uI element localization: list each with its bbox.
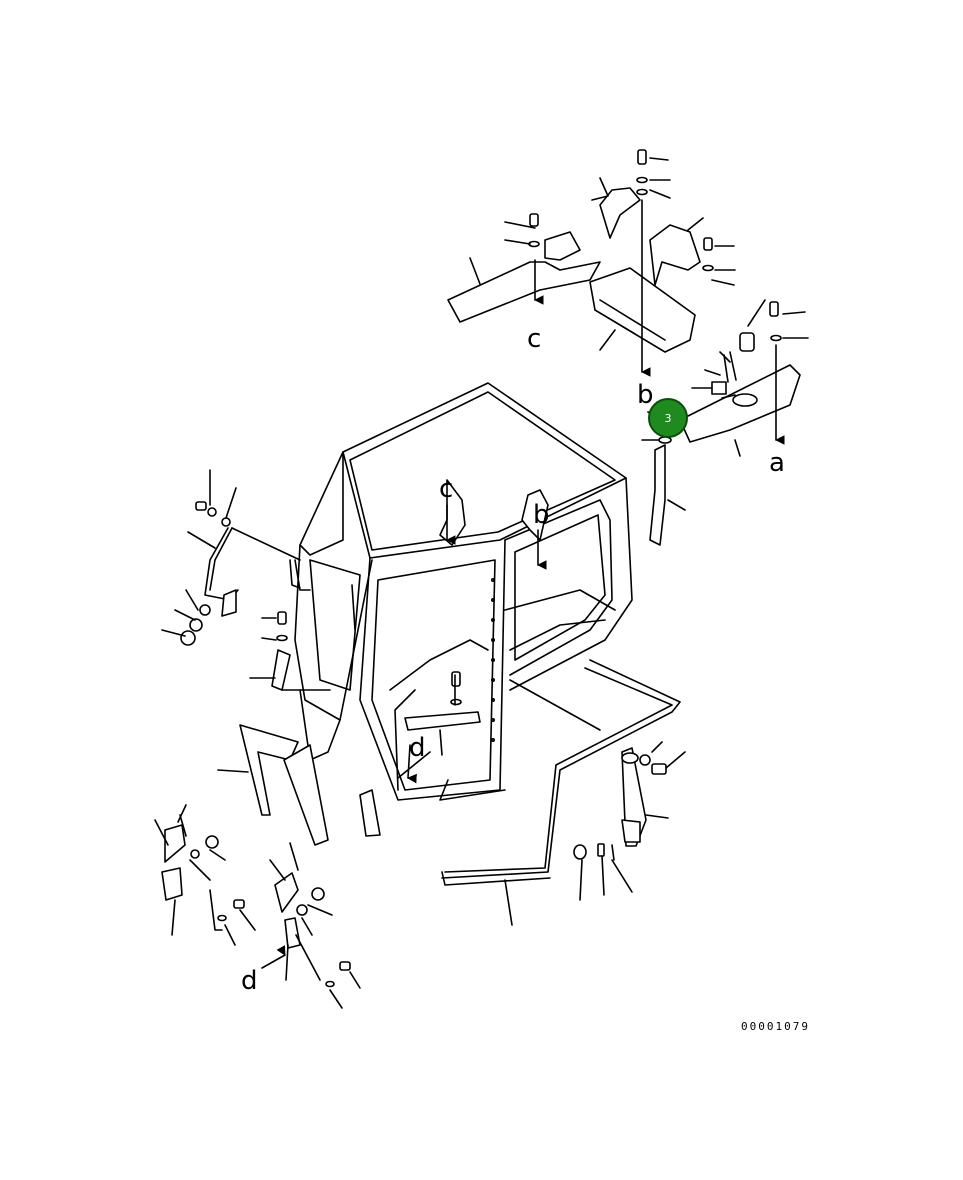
drawing-code: 00001079 [741,1020,810,1033]
handrail-rod [441,659,681,926]
reference-c-cab: c [439,474,454,504]
right-bracket-assembly [641,299,809,546]
reference-c-top: c [527,324,542,354]
reference-b-top: b [637,380,654,410]
hinge-assembly [154,804,361,1009]
part-callout-3[interactable]: 3 [648,398,688,438]
reference-leaders [397,479,549,801]
reference-b-cab: b [533,500,550,530]
reference-a: a [769,448,785,478]
reference-d-mid: d [409,733,426,763]
left-handrail [161,469,311,646]
cab-frame [289,382,633,801]
lower-right-bracket [573,741,686,901]
left-plate-parts [217,611,381,846]
upper-duct-assembly [447,213,601,323]
reference-d-bottom: d [241,966,258,996]
upper-brackets [591,149,736,377]
